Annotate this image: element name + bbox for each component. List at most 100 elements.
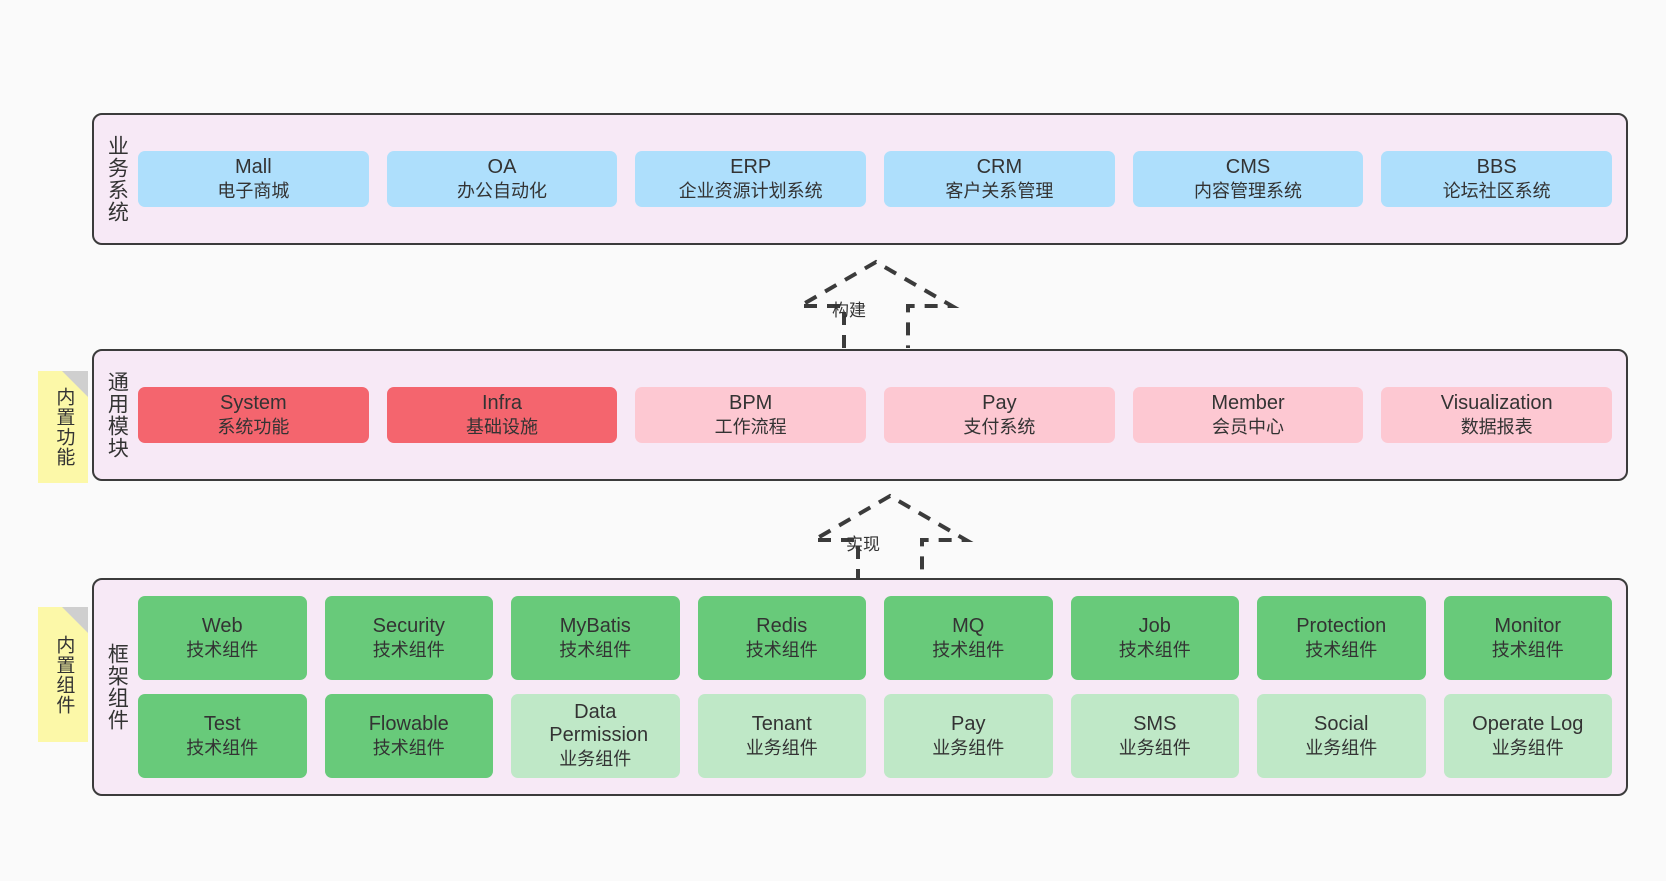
card-title-cn: 业务组件	[559, 749, 632, 770]
card-title-cn: 论坛社区系统	[1442, 181, 1551, 202]
layer-framework-components: 框架组件 Web 技术组件 Security 技术组件 MyBatis 技术组件…	[92, 578, 1628, 796]
card-pay-module[interactable]: Pay 支付系统	[884, 386, 1115, 444]
layer-title-common-modules: 通用模块	[105, 371, 129, 459]
connector-label-implement: 实现	[846, 535, 880, 554]
card-title-cn: 技术组件	[372, 738, 445, 759]
card-title-cn: 数据报表	[1460, 417, 1533, 438]
card-sms[interactable]: SMS 业务组件	[1070, 694, 1239, 778]
layer-body-common-modules: System 系统功能 Infra 基础设施 BPM 工作流程 Pay 支付系统…	[138, 351, 1626, 479]
card-title-en: Visualization	[1440, 391, 1553, 414]
dashed-generalization-arrow-icon	[792, 259, 960, 348]
card-infra[interactable]: Infra 基础设施	[386, 386, 618, 444]
card-title-cn: 技术组件	[372, 640, 445, 661]
card-bpm[interactable]: BPM 工作流程	[635, 386, 867, 444]
card-protection[interactable]: Protection 技术组件	[1257, 596, 1426, 680]
card-social[interactable]: Social 业务组件	[1257, 694, 1426, 778]
card-title-en: Job	[1138, 614, 1171, 637]
layer-business-systems: 业务系统 Mall 电子商城 OA 办公自动化 ERP 企业资源计划系统 CRM…	[92, 113, 1628, 245]
card-web[interactable]: Web 技术组件	[138, 596, 307, 680]
card-bbs[interactable]: BBS 论坛社区系统	[1381, 150, 1613, 208]
card-title-cn: 内容管理系统	[1194, 181, 1303, 202]
card-title-cn: 系统功能	[217, 417, 290, 438]
card-title-cn: 基础设施	[466, 417, 538, 438]
card-crm[interactable]: CRM 客户关系管理	[884, 150, 1115, 208]
card-title-cn: 业务组件	[1491, 738, 1564, 759]
layer-title-framework-components: 框架组件	[105, 643, 129, 731]
sticky-note-builtin-components[interactable]: 内置组件	[38, 607, 88, 742]
card-title-cn: 业务组件	[932, 738, 1005, 759]
card-test[interactable]: Test 技术组件	[138, 694, 307, 778]
card-title-en: ERP	[730, 155, 772, 178]
card-title-cn: 技术组件	[1305, 640, 1378, 661]
card-redis[interactable]: Redis 技术组件	[697, 596, 866, 680]
layer-common-modules: 通用模块 System 系统功能 Infra 基础设施 BPM 工作流程 Pay…	[92, 349, 1628, 481]
card-title-cn: 技术组件	[559, 640, 632, 661]
card-title-en: CRM	[976, 155, 1023, 178]
connector-label-build: 构建	[832, 301, 866, 320]
card-title-en: Redis	[756, 614, 808, 637]
note-fold-corner-icon	[62, 607, 88, 633]
card-title-cn: 会员中心	[1212, 417, 1285, 438]
card-mybatis[interactable]: MyBatis 技术组件	[511, 596, 680, 680]
card-title-cn: 电子商城	[217, 181, 290, 202]
card-title-en: Member	[1211, 391, 1285, 414]
note-fold-corner-icon	[62, 371, 88, 397]
card-title-cn: 支付系统	[963, 417, 1036, 438]
card-row: Test 技术组件 Flowable 技术组件 Data Permission …	[138, 694, 1612, 778]
layer-body-framework-components: Web 技术组件 Security 技术组件 MyBatis 技术组件 Redi…	[138, 580, 1626, 794]
card-title-en: Protection	[1296, 614, 1387, 637]
card-pay-component[interactable]: Pay 业务组件	[884, 694, 1053, 778]
sticky-note-label: 内置功能	[53, 387, 75, 467]
card-row: System 系统功能 Infra 基础设施 BPM 工作流程 Pay 支付系统…	[138, 386, 1613, 444]
card-title-cn: 技术组件	[745, 640, 818, 661]
card-title-en: Test	[203, 712, 241, 735]
card-flowable[interactable]: Flowable 技术组件	[324, 694, 493, 778]
card-title-cn: 企业资源计划系统	[678, 181, 823, 202]
card-member[interactable]: Member 会员中心	[1132, 386, 1364, 444]
card-title-cn: 工作流程	[714, 417, 787, 438]
connector-implement: 实现	[806, 492, 974, 584]
layer-body-business-systems: Mall 电子商城 OA 办公自动化 ERP 企业资源计划系统 CRM 客户关系…	[138, 115, 1626, 243]
card-erp[interactable]: ERP 企业资源计划系统	[635, 150, 867, 208]
card-oa[interactable]: OA 办公自动化	[386, 150, 618, 208]
sticky-note-label: 内置组件	[53, 634, 75, 715]
card-title-en: Tenant	[751, 712, 812, 735]
card-title-cn: 技术组件	[932, 640, 1005, 661]
card-title-cn: 办公自动化	[457, 181, 547, 202]
card-cms[interactable]: CMS 内容管理系统	[1132, 150, 1364, 208]
card-title-en: Operate Log	[1472, 712, 1584, 735]
card-title-en: System	[219, 391, 287, 414]
card-operate-log[interactable]: Operate Log 业务组件	[1443, 694, 1612, 778]
card-title-en: BBS	[1476, 155, 1517, 178]
card-title-en: Web	[201, 614, 243, 637]
card-title-cn: 业务组件	[1118, 738, 1191, 759]
card-title-en: CMS	[1225, 155, 1271, 178]
sticky-note-builtin-features[interactable]: 内置功能	[38, 371, 88, 483]
card-title-en: Flowable	[368, 712, 449, 735]
card-row: Web 技术组件 Security 技术组件 MyBatis 技术组件 Redi…	[138, 596, 1612, 680]
card-data-permission[interactable]: Data Permission 业务组件	[511, 694, 680, 778]
card-visualization[interactable]: Visualization 数据报表	[1381, 386, 1613, 444]
card-security[interactable]: Security 技术组件	[324, 596, 493, 680]
card-mq[interactable]: MQ 技术组件	[884, 596, 1053, 680]
card-row: Mall 电子商城 OA 办公自动化 ERP 企业资源计划系统 CRM 客户关系…	[138, 150, 1613, 208]
card-title-en: MyBatis	[559, 614, 631, 637]
card-title-en: Pay	[951, 712, 986, 735]
layer-title-business-systems: 业务系统	[105, 135, 129, 223]
card-job[interactable]: Job 技术组件	[1070, 596, 1239, 680]
card-title-cn: 技术组件	[186, 640, 259, 661]
card-title-en: Social	[1314, 712, 1369, 735]
card-title-cn: 业务组件	[745, 738, 818, 759]
card-title-cn: 技术组件	[186, 738, 259, 759]
card-title-cn: 技术组件	[1118, 640, 1191, 661]
card-tenant[interactable]: Tenant 业务组件	[697, 694, 866, 778]
card-title-en: BPM	[729, 391, 773, 414]
card-title-cn: 客户关系管理	[945, 181, 1054, 202]
card-title-en: Monitor	[1494, 614, 1562, 637]
card-system[interactable]: System 系统功能	[138, 386, 369, 444]
card-title-cn: 业务组件	[1305, 738, 1378, 759]
card-mall[interactable]: Mall 电子商城	[138, 150, 369, 208]
card-title-en: MQ	[952, 614, 985, 637]
card-monitor[interactable]: Monitor 技术组件	[1443, 596, 1612, 680]
